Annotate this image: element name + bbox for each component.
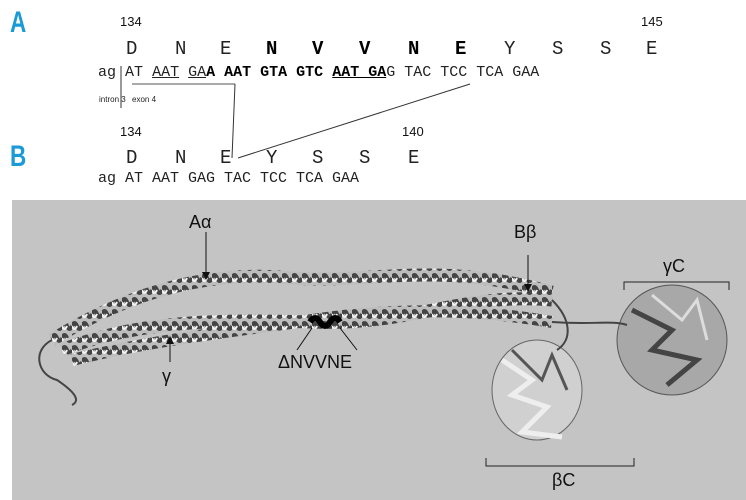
connector-right — [238, 84, 470, 158]
label-gamma-c: γC — [663, 256, 685, 277]
label-gamma: γ — [162, 366, 171, 387]
label-beta-c: βC — [552, 470, 575, 491]
label-b-beta: Bβ — [514, 222, 536, 243]
fibrinogen-ribbon — [12, 200, 746, 500]
connector-lines — [0, 0, 746, 200]
deletion-line-left — [297, 328, 312, 350]
label-a-alpha: Aα — [189, 212, 211, 233]
connector-left — [232, 84, 235, 158]
protein-structure-panel: Aα Bβ γC γ ΔNVVNE βC — [12, 200, 746, 500]
beta-c-bracket — [486, 458, 634, 466]
label-deletion: ΔNVVNE — [278, 352, 352, 373]
deletion-line-right — [340, 328, 357, 350]
